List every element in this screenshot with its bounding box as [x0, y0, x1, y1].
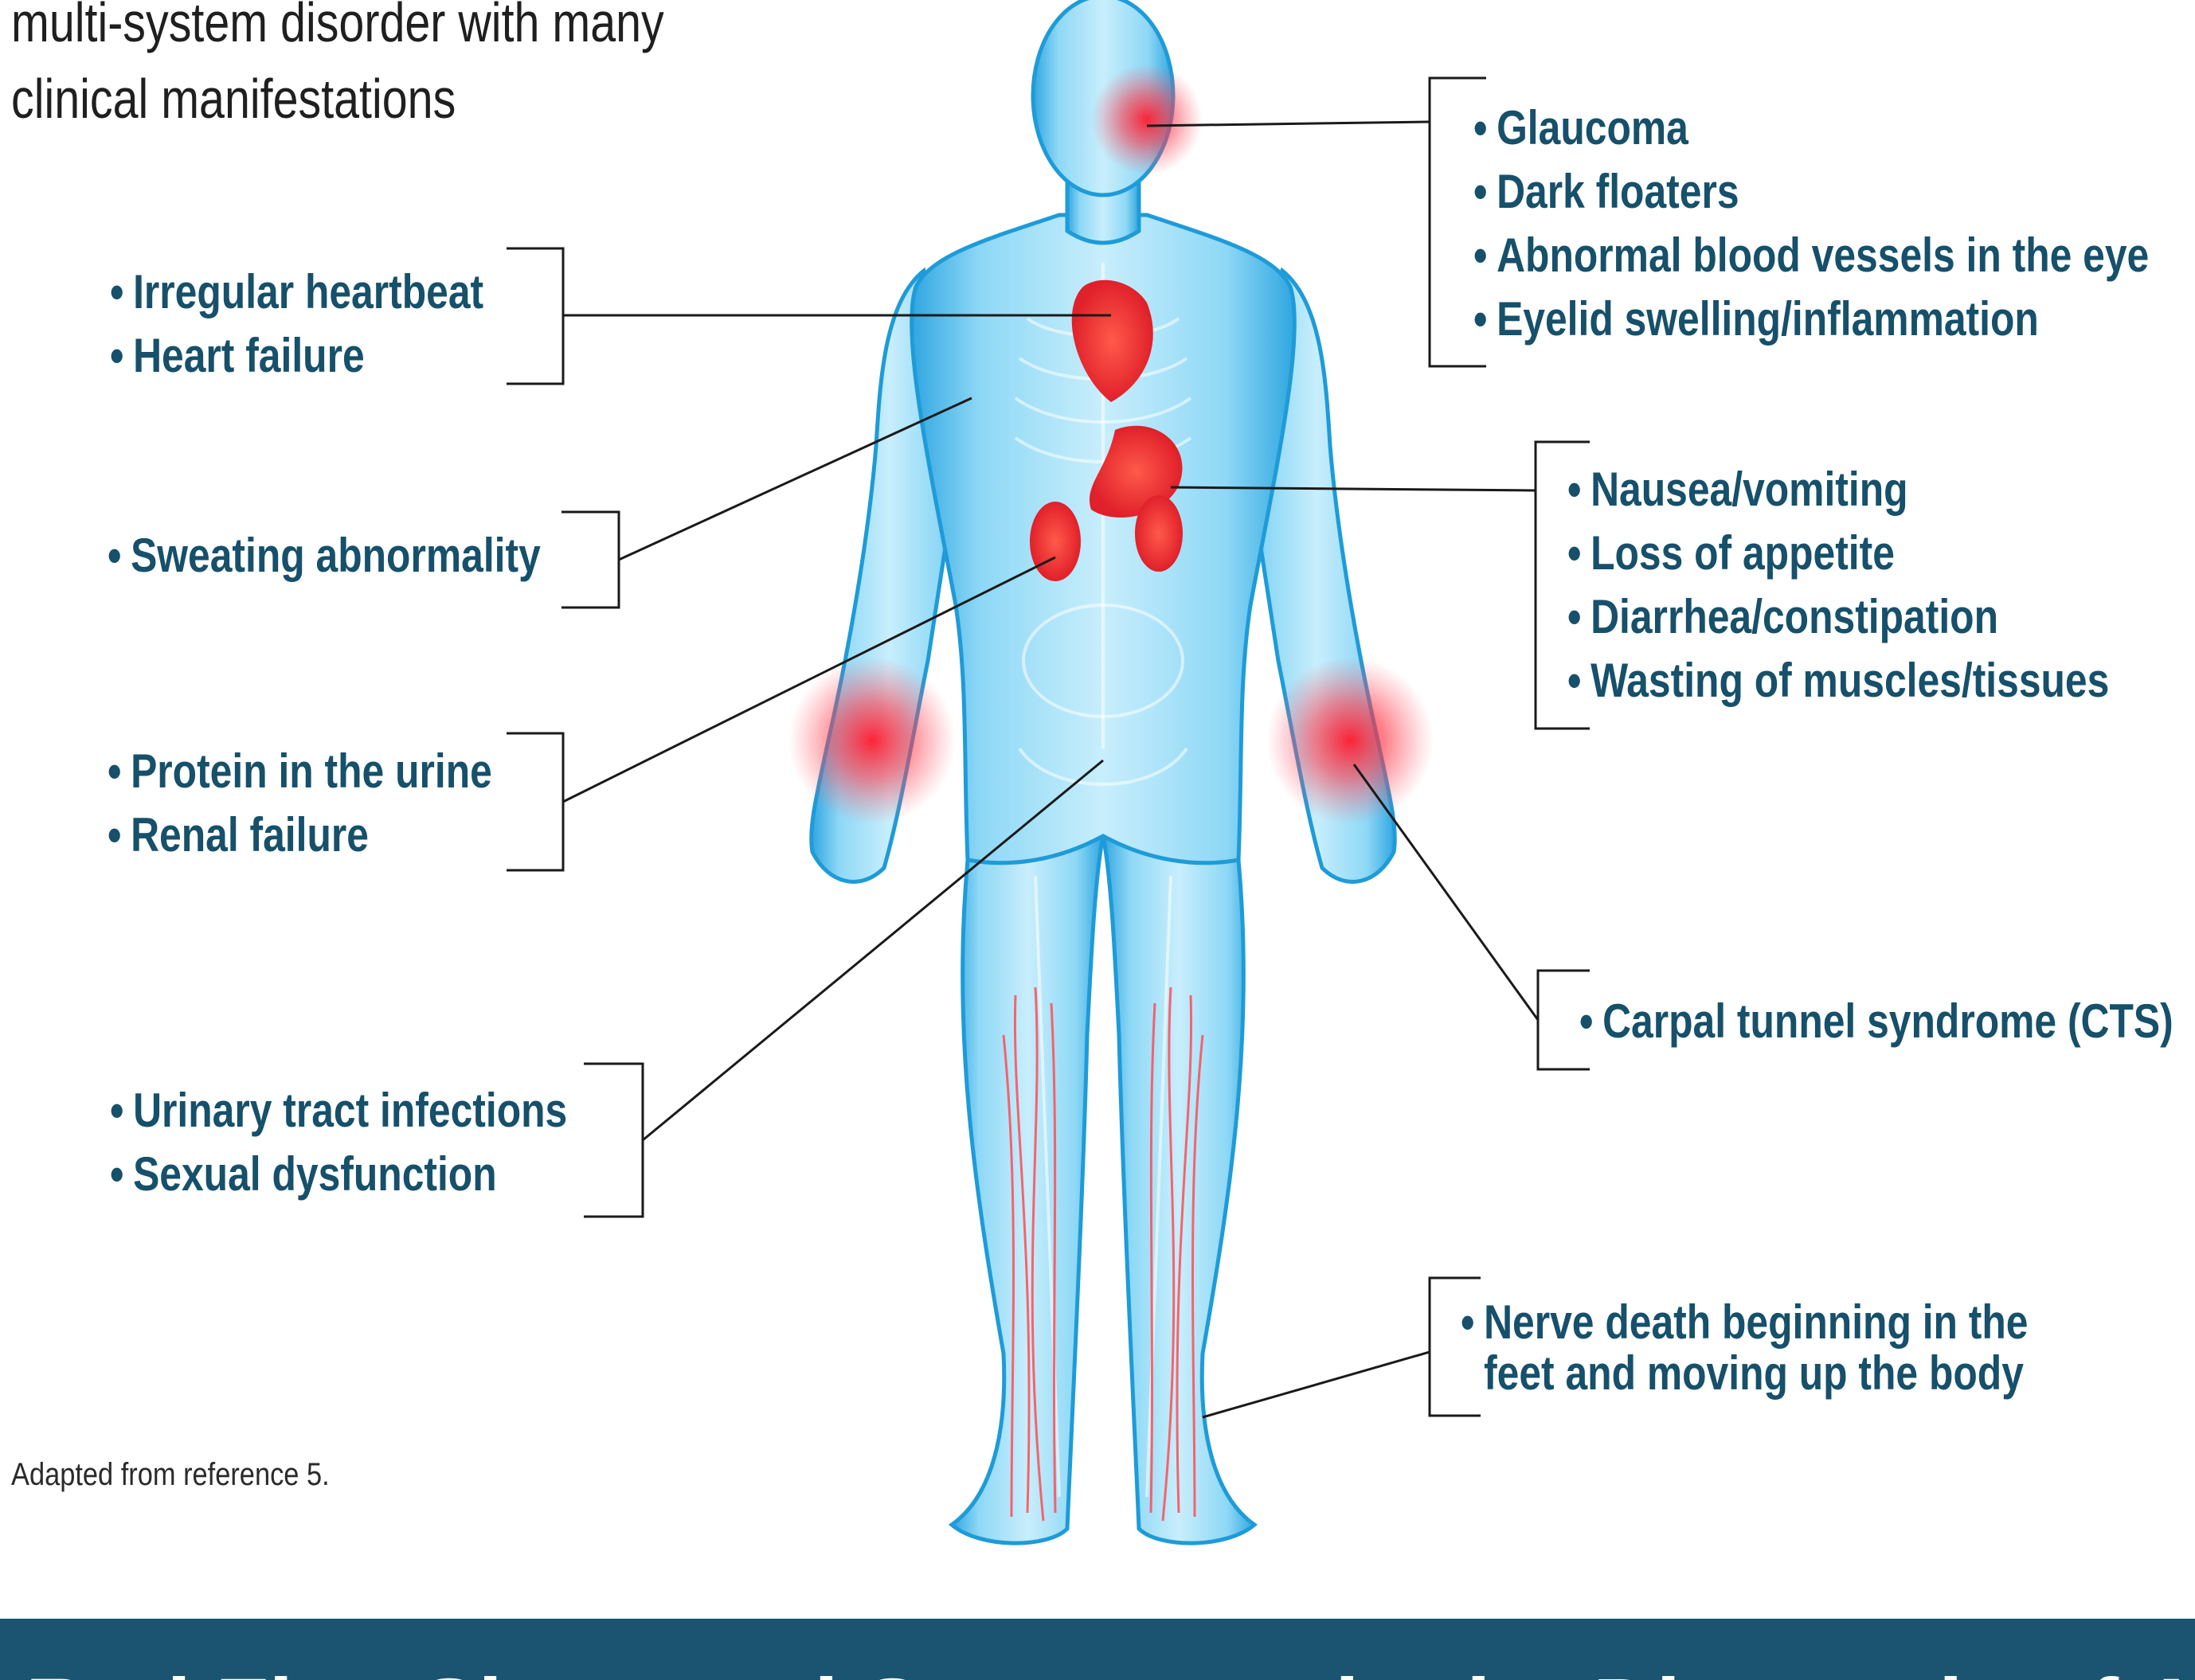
wrist-symptoms: Carpal tunnel syndrome (CTS)	[1579, 990, 2173, 1053]
kidney-organ	[1030, 502, 1081, 581]
footer-title: Red Flag Signs and Symptoms in the Diagn…	[25, 1666, 2195, 1680]
symptom-item: Abnormal blood vessels in the eye	[1473, 224, 2149, 287]
symptom-item: Loss of appetite	[1567, 522, 2109, 585]
symptom-item: Wasting of muscles/tissues	[1567, 649, 2109, 713]
symptom-item: Diarrhea/constipation	[1567, 585, 2109, 649]
intro-line-1: multi-system disorder with many	[11, 0, 651, 61]
intro-line-2: clinical manifestations	[11, 61, 651, 137]
eye-symptoms: Glaucoma Dark floaters Abnormal blood ve…	[1473, 96, 2149, 351]
footer-banner: Red Flag Signs and Symptoms in the Diagn…	[0, 1619, 2195, 1680]
intro-text: multi-system disorder with many clinical…	[11, 0, 651, 137]
gut-symptoms: Nausea/vomiting Loss of appetite Diarrhe…	[1567, 458, 2109, 713]
symptom-item: Heart failure	[110, 324, 483, 388]
right-wrist-inflammation	[1266, 657, 1434, 824]
symptom-item: Urinary tract infections	[110, 1079, 567, 1143]
left-wrist-inflammation	[788, 657, 956, 824]
kidney-symptoms: Protein in the urine Renal failure	[108, 740, 492, 867]
sweat-symptoms: Sweating abnormality	[108, 524, 541, 588]
symptom-item: Renal failure	[108, 803, 492, 867]
symptom-item: Sweating abnormality	[108, 524, 541, 588]
eye-inflammation	[1091, 64, 1203, 175]
symptom-item: Irregular heartbeat	[110, 260, 483, 324]
urinary-symptoms: Urinary tract infections Sexual dysfunct…	[110, 1079, 567, 1206]
symptom-item: Glaucoma	[1473, 96, 2149, 160]
heart-symptoms: Irregular heartbeat Heart failure	[110, 260, 483, 388]
source-credit: Adapted from reference 5.	[11, 1457, 330, 1493]
symptom-item: Protein in the urine	[108, 740, 492, 803]
symptom-item: Nausea/vomiting	[1567, 458, 2109, 522]
nerve-symptoms: Nerve death beginning in the feet and mo…	[1461, 1297, 2029, 1399]
symptom-item: Carpal tunnel syndrome (CTS)	[1579, 990, 2173, 1053]
symptom-item: Nerve death beginning in the	[1461, 1297, 2029, 1348]
symptom-item: Dark floaters	[1473, 160, 2149, 224]
symptom-item: Eyelid swelling/inflammation	[1473, 287, 2149, 351]
symptom-item-continued: feet and moving up the body	[1461, 1348, 2029, 1399]
symptom-item: Sexual dysfunction	[110, 1143, 567, 1206]
kidney-organ-right	[1135, 495, 1183, 572]
